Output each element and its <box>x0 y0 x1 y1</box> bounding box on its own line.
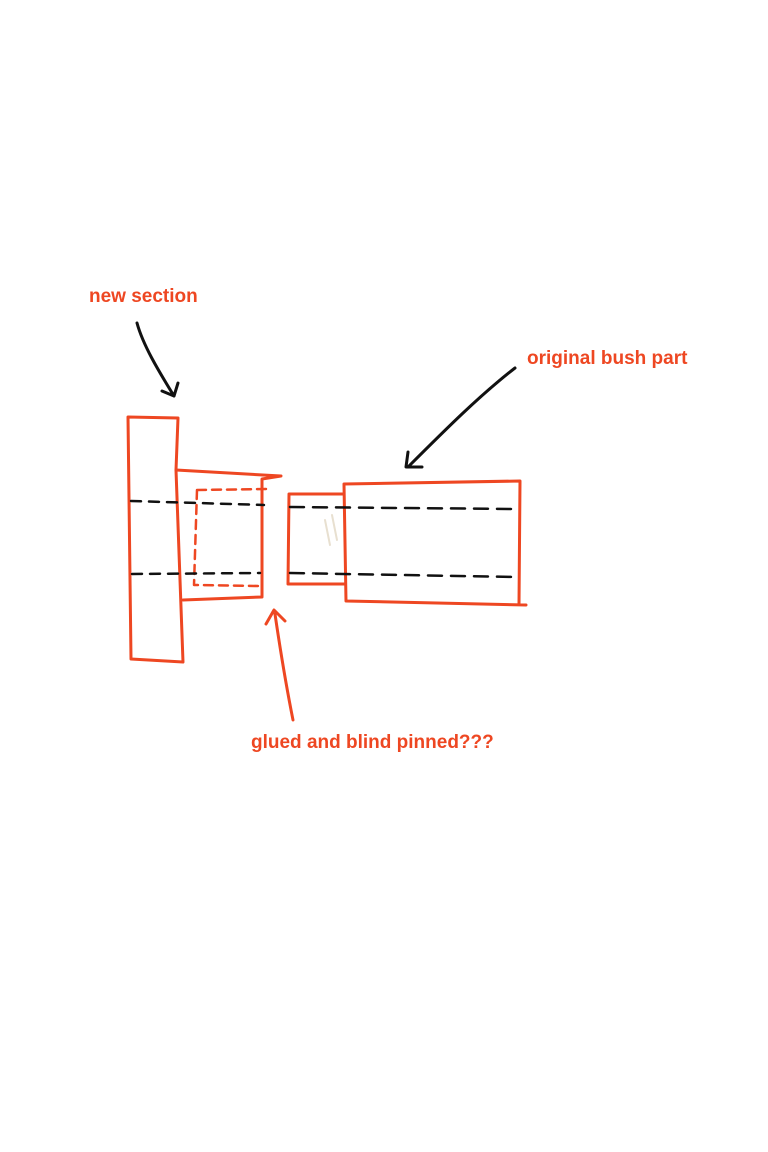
original-bore-bottom-dashed <box>288 571 517 579</box>
glued-arrow <box>264 608 295 722</box>
faint-joint-marks <box>324 514 338 546</box>
flange-plate-outline <box>126 415 185 664</box>
new-section-bore-bottom-dashed <box>130 571 262 576</box>
new-section-spigot-dashed <box>192 487 270 588</box>
new-section-hub-outline <box>174 468 283 602</box>
new-section-bore-top-dashed <box>129 499 266 507</box>
original-bush-body-outline <box>342 479 528 607</box>
new-section-label: new section <box>89 286 198 307</box>
original-bore-top-dashed <box>288 505 517 511</box>
new-section-arrow <box>135 321 180 398</box>
glued-and-blind-pinned-label: glued and blind pinned??? <box>251 732 494 753</box>
original-bush-arrow <box>404 366 517 469</box>
original-spigot-outline <box>286 492 347 586</box>
original-bush-part-label: original bush part <box>527 348 688 369</box>
